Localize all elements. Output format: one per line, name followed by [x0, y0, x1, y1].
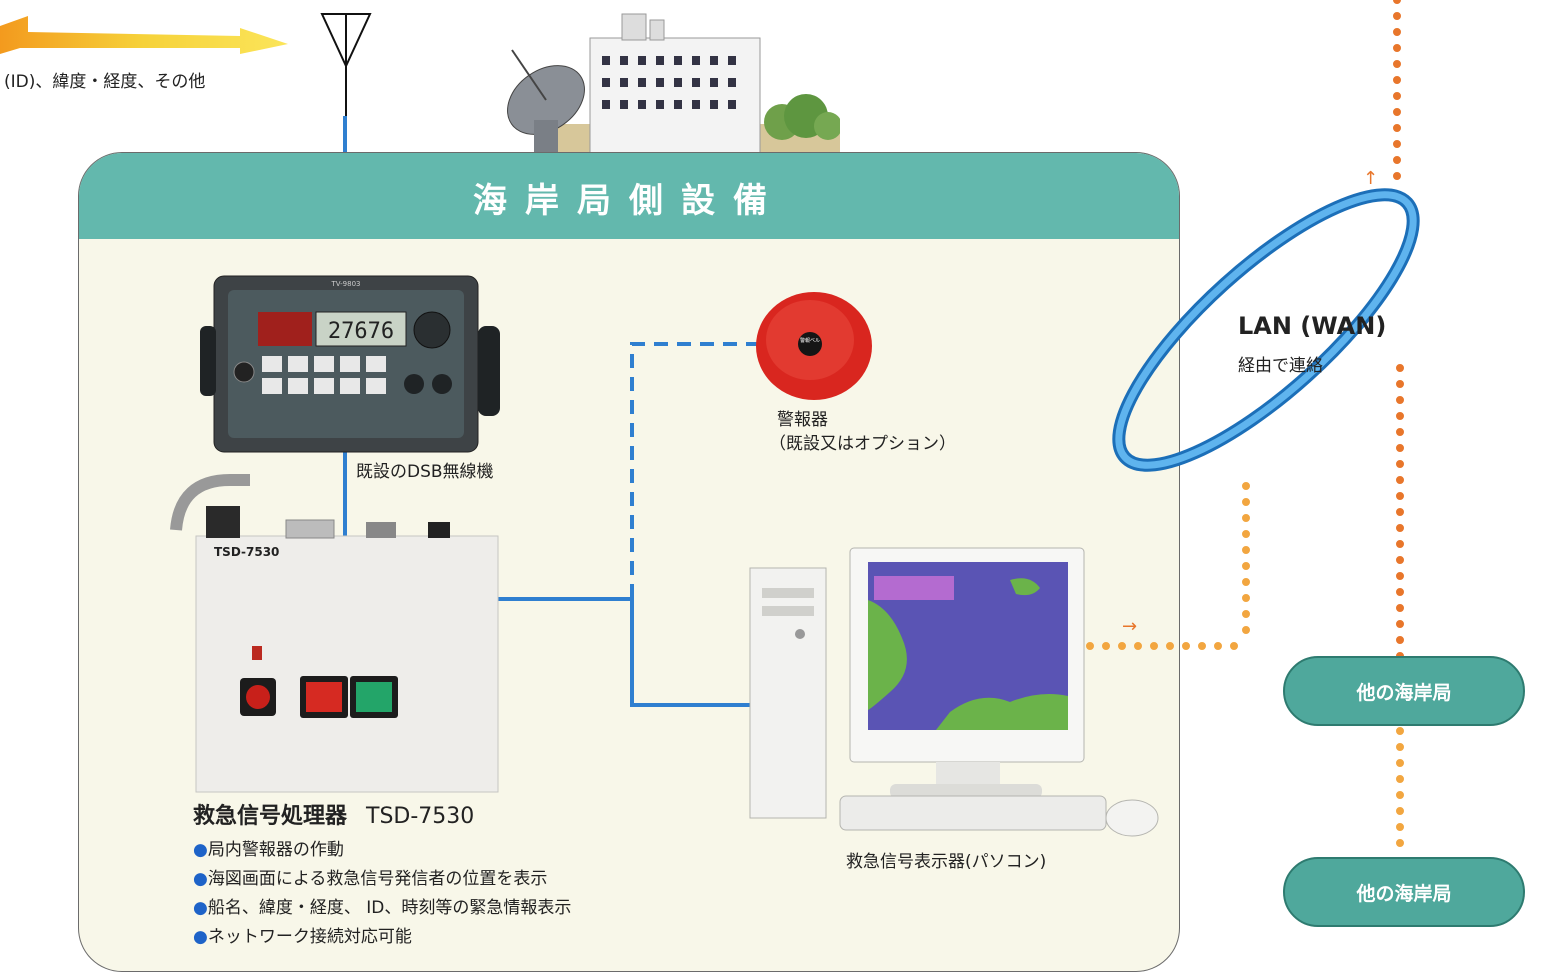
alarm-label-line2: （既設又はオプション）	[769, 434, 956, 454]
radio-frequency-display: 27676	[328, 319, 394, 344]
feature-item: ●ネットワーク接続対応可能	[193, 927, 412, 947]
processor-title: 救急信号処理器 TSD-7530	[193, 798, 474, 830]
processor-plate-model: TSD-7530	[214, 545, 279, 559]
bullet-icon: ●	[193, 869, 208, 889]
up-arrow-icon: ↑	[1363, 168, 1379, 189]
bullet-icon: ●	[193, 840, 208, 860]
feature-item: ●局内警報器の作動	[193, 840, 344, 860]
lan-subtitle: 経由で連絡	[1238, 356, 1323, 376]
processor-to-pc-line-v	[630, 597, 634, 705]
processor-to-pc-line-h2	[630, 703, 760, 707]
feature-item: ●海図画面による救急信号発信者の位置を表示	[193, 869, 548, 889]
signal-info-caption: (ID)、緯度・経度、その他	[4, 72, 206, 92]
radio-model-plate: TV-9803	[331, 280, 361, 288]
alarm-face-text: 警報ベル	[800, 337, 820, 344]
coast-station-building-illustration	[507, 13, 840, 154]
feature-item: ●船名、緯度・経度、 ID、時刻等の緊急情報表示	[193, 898, 572, 918]
alarm-dashed-line	[630, 342, 762, 598]
antenna-icon	[320, 13, 372, 116]
signal-arrow-icon	[0, 16, 288, 54]
other-coast-station-1: 他の海岸局	[1283, 656, 1525, 726]
signal-processor-device: TSD-7530	[170, 474, 499, 793]
other-coast-station-2: 他の海岸局	[1283, 857, 1525, 927]
lan-title: LAN (WAN)	[1238, 312, 1387, 340]
panel-title: 海岸局側設備	[473, 181, 785, 221]
panel-header: 海岸局側設備	[79, 153, 1179, 239]
alarm-label: 警報器 （既設又はオプション）	[769, 408, 956, 456]
right-arrow-icon: →	[1122, 616, 1138, 637]
bullet-icon: ●	[193, 927, 208, 947]
radio-to-processor-line	[343, 440, 347, 540]
network-dotted-lines	[1086, 0, 1404, 856]
processor-name: 救急信号処理器	[193, 804, 348, 829]
processor-to-pc-line-h	[496, 597, 632, 601]
lan-ring-icon	[1112, 188, 1420, 472]
pc-label: 救急信号表示器(パソコン)	[846, 852, 1047, 872]
processor-model: TSD-7530	[366, 804, 475, 829]
dsb-radio-device: 27676 TV-9803	[200, 275, 500, 453]
bullet-icon: ●	[193, 898, 208, 918]
display-pc-device	[749, 547, 1159, 837]
alarm-label-line1: 警報器	[777, 410, 828, 430]
alarm-bell-device: 警報ベル	[756, 292, 872, 400]
dsb-radio-label: 既設のDSB無線機	[356, 462, 494, 482]
processor-feature-list: ●局内警報器の作動 ●海図画面による救急信号発信者の位置を表示 ●船名、緯度・経…	[193, 836, 571, 952]
